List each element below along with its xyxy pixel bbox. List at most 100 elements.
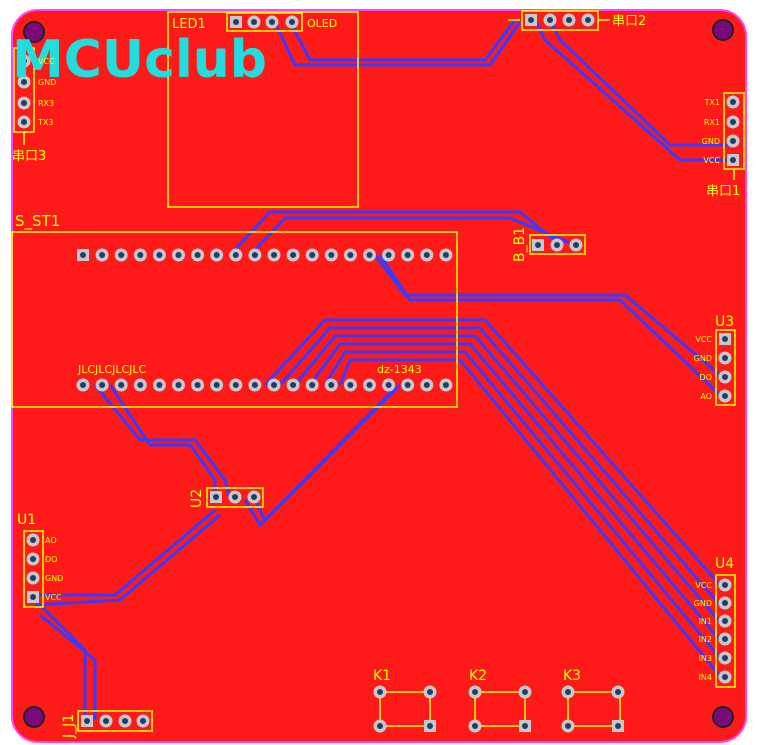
s-st1-bottom-17-drill-hole bbox=[404, 382, 411, 388]
label-u1: U1 bbox=[17, 512, 36, 528]
uart3-pin-label: VCC bbox=[38, 57, 55, 66]
mounting-holes bbox=[23, 19, 734, 728]
j-j1-3-drill-hole bbox=[140, 718, 146, 724]
oled-header-3-drill-hole bbox=[289, 19, 295, 25]
u1-3-drill-hole bbox=[30, 594, 36, 600]
s-st1-bottom-2-drill-hole bbox=[118, 382, 125, 388]
s-st1-bottom-12-drill-hole bbox=[309, 382, 316, 388]
mount-hole-br bbox=[712, 706, 734, 728]
uart1-pin-label: GND bbox=[702, 137, 720, 146]
u4-pin-label: GND bbox=[694, 599, 712, 608]
u4-4-drill-hole bbox=[722, 655, 728, 661]
s-st1-bottom-13-drill-hole bbox=[328, 382, 335, 388]
b-b1-0-drill-hole bbox=[535, 242, 541, 248]
u3-pin-label: VCC bbox=[695, 335, 712, 344]
b-b1-2-drill-hole bbox=[573, 242, 579, 248]
oled-header-2-drill-hole bbox=[269, 19, 275, 25]
s-st1-bottom-19-drill-hole bbox=[442, 382, 449, 388]
label-k3: K3 bbox=[563, 668, 581, 684]
k2-tl-drill-hole bbox=[472, 689, 478, 695]
oled-header-1-drill-hole bbox=[251, 19, 257, 25]
s-st1-bottom-6-drill-hole bbox=[194, 382, 201, 388]
u1-2-drill-hole bbox=[30, 575, 36, 581]
label-u3: U3 bbox=[715, 314, 734, 330]
label-dz: dz-1343 bbox=[377, 363, 422, 376]
pin-labels: VCCGNDDOAOAODOGNDVCCVCCGNDIN1IN2IN3IN4TX… bbox=[37, 57, 720, 682]
s-st1-bottom-3-drill-hole bbox=[137, 382, 144, 388]
u3-3-drill-hole bbox=[722, 393, 728, 399]
mcuclub-logo: MCUclub bbox=[12, 30, 267, 90]
s-st1-top-3-drill-hole bbox=[137, 252, 144, 258]
uart1-pin-label: RX1 bbox=[704, 118, 720, 127]
u4-pin-label: IN2 bbox=[699, 635, 712, 644]
uart2-header-1-drill-hole bbox=[547, 17, 553, 23]
s-st1-top-8-drill-hole bbox=[232, 252, 239, 258]
u3-pin-label: DO bbox=[700, 373, 712, 382]
u4-pin-label: IN4 bbox=[699, 673, 712, 682]
u1-pin-label: VCC bbox=[45, 593, 62, 602]
u3-1-drill-hole bbox=[722, 355, 728, 361]
mount-hole-bl bbox=[23, 706, 45, 728]
label-j-j1: J_J1 bbox=[61, 714, 77, 739]
u1-1-drill-hole bbox=[30, 556, 36, 562]
s-st1-top-6-drill-hole bbox=[194, 252, 201, 258]
s-st1-bottom-4-drill-hole bbox=[156, 382, 163, 388]
k3-tl-drill-hole bbox=[565, 689, 571, 695]
oled-header-outline bbox=[226, 12, 303, 32]
u3-pin-label: AO bbox=[700, 392, 712, 401]
s-st1-bottom-16-drill-hole bbox=[385, 382, 392, 388]
k1-tr-drill-hole bbox=[427, 689, 433, 695]
jj1-header-outline bbox=[77, 710, 153, 732]
uart1-pin-label: TX1 bbox=[704, 98, 720, 107]
uart1-pin-label: VCC bbox=[703, 156, 720, 165]
mount-hole-tr bbox=[712, 19, 734, 41]
s-st1-top-17-drill-hole bbox=[404, 252, 411, 258]
label-k2: K2 bbox=[469, 668, 487, 684]
traces bbox=[34, 19, 735, 720]
uart1-header-2-drill-hole bbox=[730, 138, 736, 144]
k1-bl-drill-hole bbox=[377, 723, 383, 729]
s-st1-bottom-7-drill-hole bbox=[213, 382, 220, 388]
s-st1-bottom-1-drill-hole bbox=[99, 382, 106, 388]
uart2-header-3-drill-hole bbox=[585, 17, 591, 23]
j-j1-0-drill-hole bbox=[84, 718, 90, 724]
b-b1-1-drill-hole bbox=[554, 242, 560, 248]
s-st1-bottom-10-drill-hole bbox=[271, 382, 277, 388]
s-st1-top-2-drill-hole bbox=[118, 252, 125, 258]
label-u4: U4 bbox=[715, 556, 734, 572]
u4-2-drill-hole bbox=[722, 618, 728, 624]
s-st1-top-9-drill-hole bbox=[251, 252, 258, 258]
k3-tr-drill-hole bbox=[615, 689, 621, 695]
s-st1-bottom-11-drill-hole bbox=[290, 382, 297, 388]
s-st1-bottom-5-drill-hole bbox=[175, 382, 182, 388]
j-j1-2-drill-hole bbox=[122, 718, 128, 724]
k3-outline bbox=[567, 691, 621, 727]
u3-0-drill-hole bbox=[722, 336, 728, 342]
u4-1-drill-hole bbox=[722, 600, 728, 606]
s-st1-top-10-drill-hole bbox=[271, 252, 277, 258]
silkscreen bbox=[11, 10, 745, 732]
label-k1: K1 bbox=[373, 668, 391, 684]
s-st1-top-16-drill-hole bbox=[385, 252, 392, 258]
u1-pin-label: DO bbox=[45, 555, 57, 564]
u2-header-outline bbox=[206, 487, 264, 508]
u4-pin-label: VCC bbox=[695, 581, 712, 590]
k2-br-drill-hole bbox=[522, 723, 528, 729]
k2-outline bbox=[474, 691, 526, 727]
u4-pin-label: IN3 bbox=[699, 654, 712, 663]
uart1-header-1-drill-hole bbox=[730, 119, 736, 125]
uart3-pin-label: RX3 bbox=[38, 99, 54, 108]
u3-2-drill-hole bbox=[722, 374, 728, 380]
oled-header-0-drill-hole bbox=[233, 19, 239, 25]
s-st1-top-11-drill-hole bbox=[290, 252, 297, 258]
u1-pin-label: AO bbox=[45, 536, 57, 545]
uart3-pin-label: TX3 bbox=[37, 118, 53, 127]
s-st1-top-5-drill-hole bbox=[175, 252, 182, 258]
uart3-header-2-drill-hole bbox=[21, 100, 27, 106]
s-st1-outline bbox=[11, 231, 458, 408]
k2-bl-drill-hole bbox=[472, 723, 478, 729]
s-st1-top-19-drill-hole bbox=[442, 252, 449, 258]
k2-tr-drill-hole bbox=[522, 689, 528, 695]
led1-outline bbox=[167, 11, 359, 208]
